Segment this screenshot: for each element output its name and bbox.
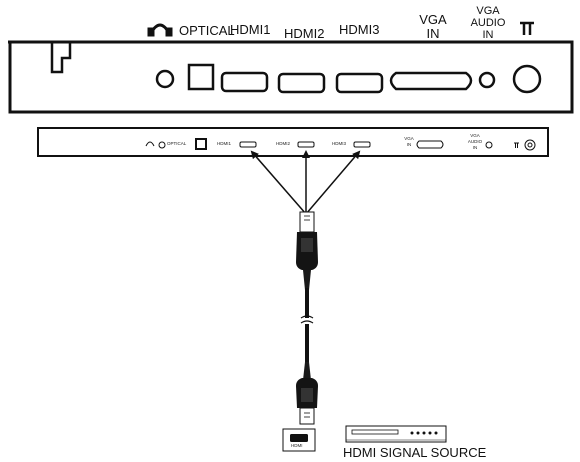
label-vga-audio-line3: IN xyxy=(482,29,494,41)
strip-vga-audio-jack xyxy=(485,141,493,149)
antenna-icon xyxy=(520,21,534,35)
strip-label-vga-audio-line3: IN xyxy=(472,145,478,150)
strip-label-vga-audio-line1: VGA xyxy=(470,133,480,138)
source-hdmi-port xyxy=(290,434,308,442)
hdmi-cable xyxy=(296,211,318,425)
tv-back-panel-strip xyxy=(37,127,549,157)
strip-headphone-jack xyxy=(158,141,166,149)
strip-antenna-port xyxy=(524,139,536,151)
source-caption: HDMI SIGNAL SOURCE xyxy=(343,445,487,460)
label-vga-in-line1: VGA xyxy=(419,12,447,27)
strip-label-hdmi1: HDMI1 xyxy=(217,141,232,146)
optical-port xyxy=(187,63,215,91)
strip-label-optical: OPTICAL xyxy=(167,141,187,146)
strip-vga-port xyxy=(416,140,444,149)
headphones-icon xyxy=(147,23,173,37)
strip-label-hdmi2: HDMI2 xyxy=(276,141,291,146)
strip-hdmi3-port xyxy=(353,141,371,148)
label-hdmi3: HDMI3 xyxy=(339,22,380,37)
hdmi-source-device xyxy=(282,425,447,452)
hdmi3-port xyxy=(335,72,384,94)
label-optical: OPTICAL xyxy=(179,23,235,38)
strip-label-vga-audio-line2: AUDIO xyxy=(467,139,483,144)
antenna-port xyxy=(512,64,542,94)
vga-port xyxy=(389,71,473,91)
hdmi2-port xyxy=(277,72,326,94)
tv-back-panel-enlarged xyxy=(8,40,574,114)
strip-headphones-icon xyxy=(145,141,155,147)
label-vga-in-line2: IN xyxy=(426,26,440,41)
strip-label-vga-line2: IN xyxy=(406,142,412,147)
strip-hdmi2-port xyxy=(297,141,315,148)
strip-label-hdmi3: HDMI3 xyxy=(332,141,347,146)
strip-hdmi1-port xyxy=(239,141,257,148)
source-port-label: HDMI xyxy=(291,443,303,448)
strip-label-vga-line1: VGA xyxy=(404,136,414,141)
label-vga-audio-line1: VGA xyxy=(476,5,500,17)
headphone-jack xyxy=(155,69,175,89)
label-vga-audio-line2: AUDIO xyxy=(470,17,506,29)
vga-audio-jack xyxy=(478,71,496,89)
strip-optical-port xyxy=(195,138,207,150)
label-hdmi1: HDMI1 xyxy=(230,22,271,37)
arrow-to-hdmi3 xyxy=(305,150,361,215)
strip-antenna-icon xyxy=(514,142,519,148)
arrow-to-hdmi1 xyxy=(250,150,307,215)
hdmi1-port xyxy=(220,71,269,93)
label-hdmi2: HDMI2 xyxy=(284,26,325,41)
